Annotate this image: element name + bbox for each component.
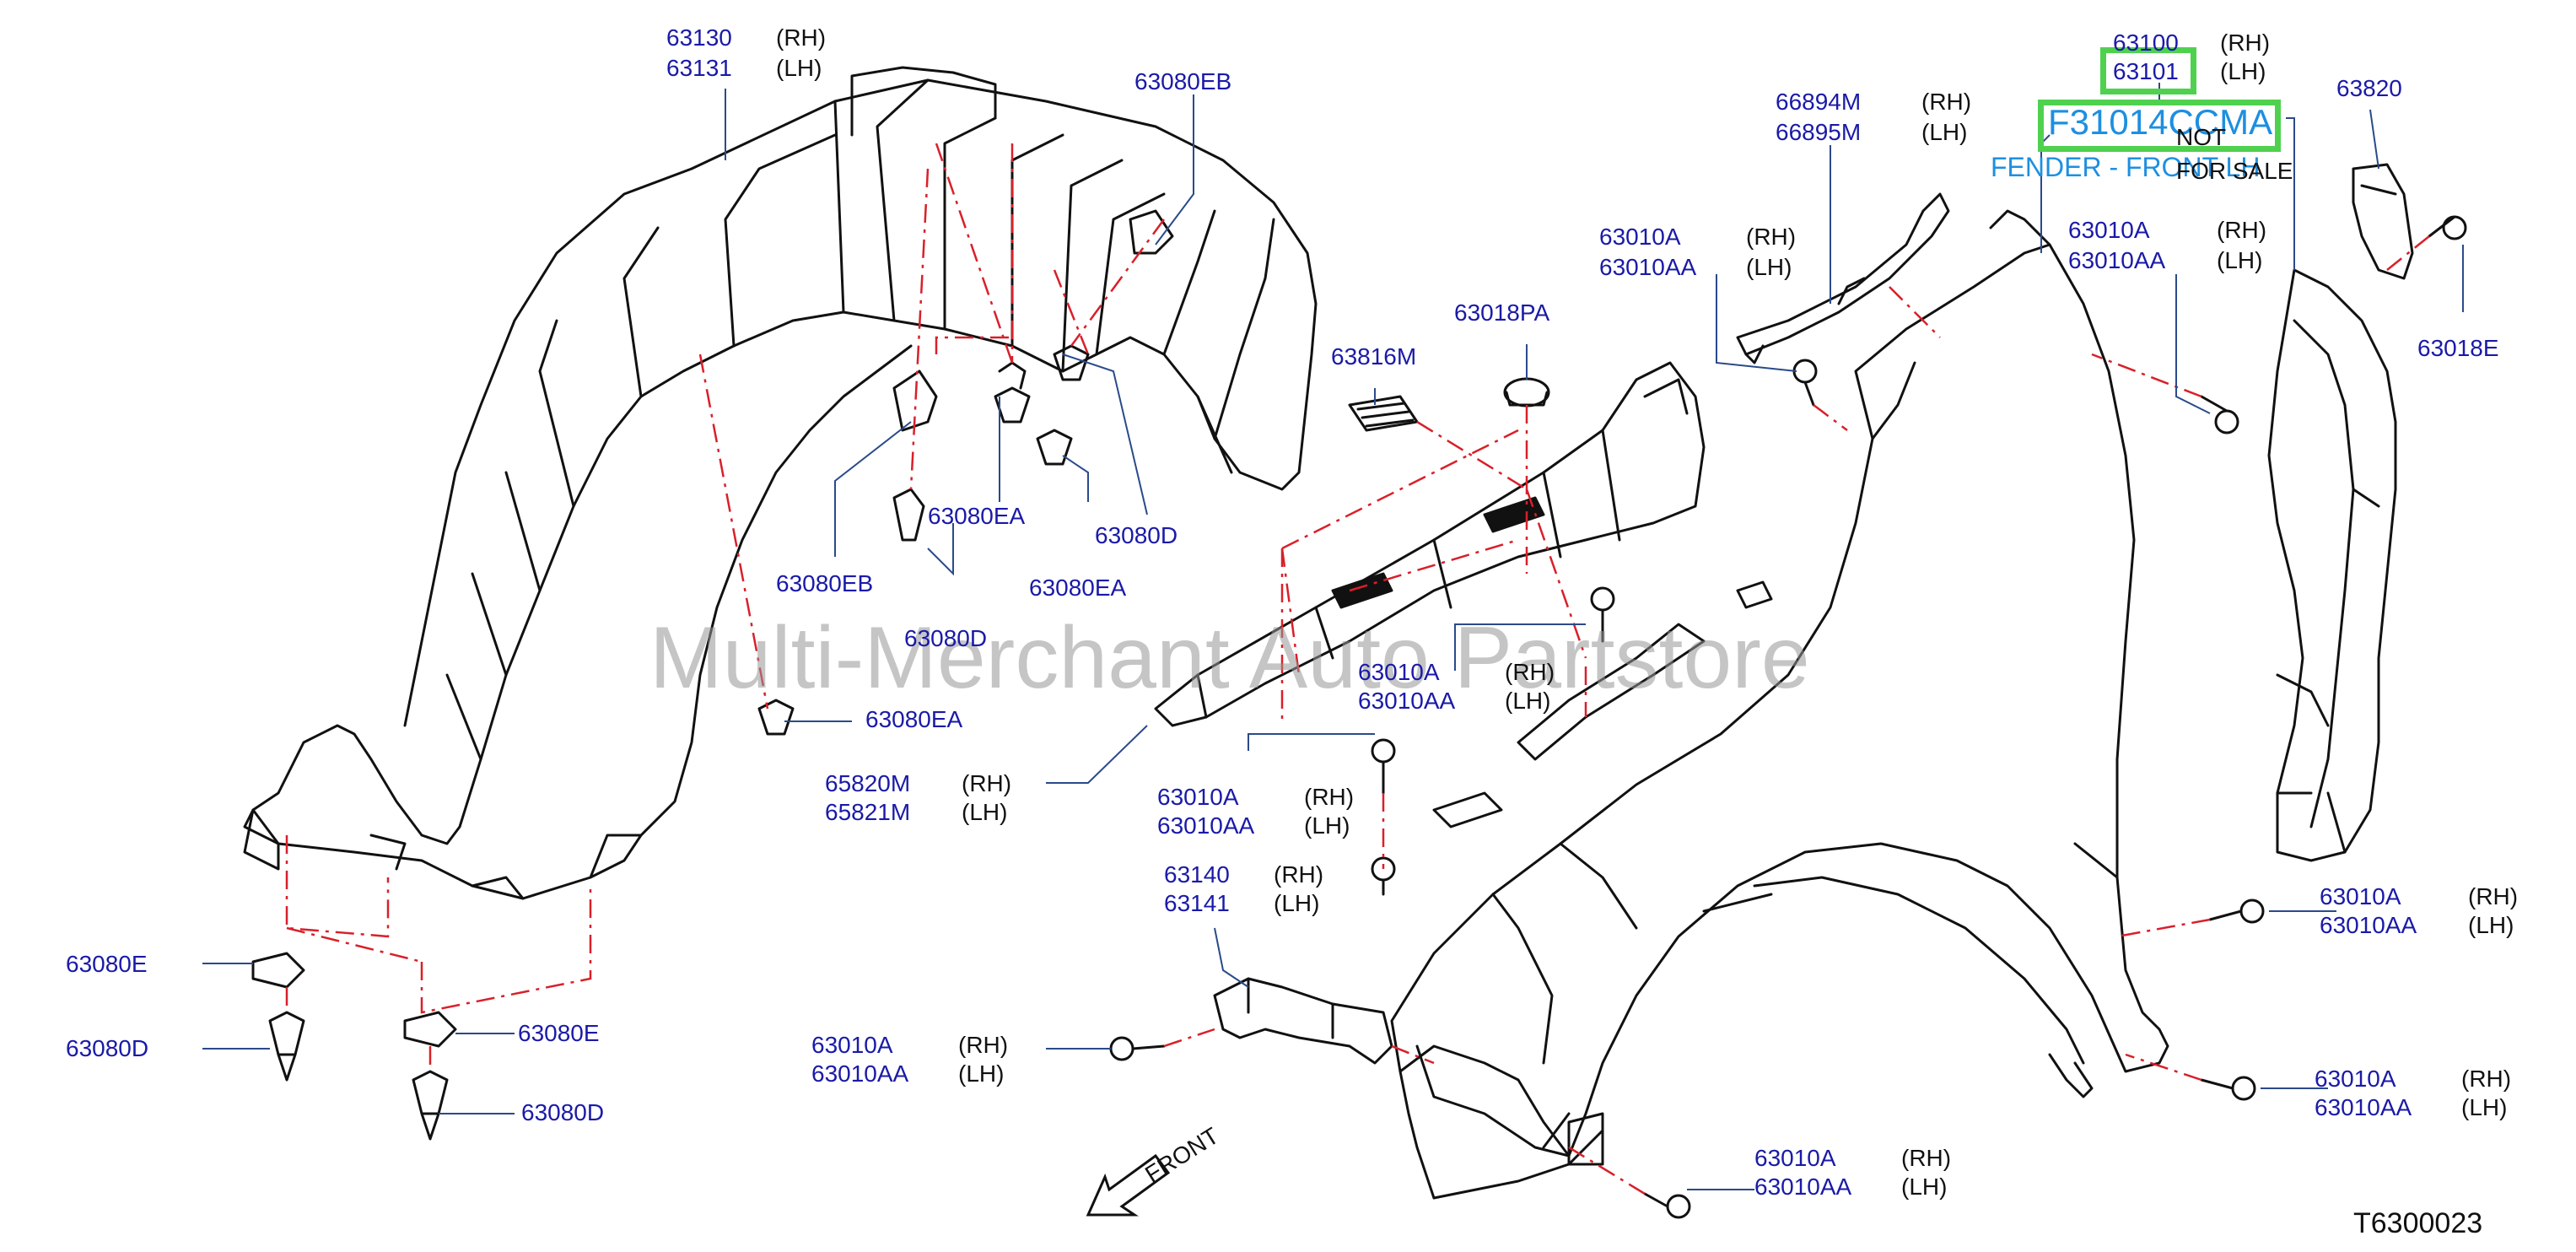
callout-63010aa-right-mid[interactable]: 63010AA — [2320, 912, 2417, 938]
fender-protector-part — [2267, 268, 2397, 862]
callout-63080eb-top[interactable]: 63080EB — [1134, 68, 1232, 94]
callout-63010aa-right-low[interactable]: 63010AA — [2315, 1094, 2412, 1120]
callout-63080d-left[interactable]: 63080D — [904, 625, 988, 651]
callout-63010a-center[interactable]: 63010A — [1358, 659, 1440, 685]
callout-66895m-side: (LH) — [1921, 119, 1968, 145]
callout-63010a-center-side: (RH) — [1505, 659, 1555, 685]
highlight-description: FENDER - FRONT LH — [1991, 152, 2261, 182]
diagram-code: T6300023 — [2353, 1207, 2483, 1239]
callout-63010a-right-mid[interactable]: 63010A — [2320, 883, 2401, 909]
callout-63010aa-splash[interactable]: 63010AA — [1157, 812, 1255, 839]
watermark: Multi-Merchant Auto Partstore — [649, 609, 1810, 707]
callout-63018pa[interactable]: 63018PA — [1454, 300, 1550, 326]
fender-liner-part — [243, 66, 1318, 900]
callout-63010aa-fender-top[interactable]: 63010AA — [2068, 247, 2166, 273]
callout-63010aa-splash-side: (LH) — [1304, 812, 1350, 839]
callout-66894m-side: (RH) — [1921, 89, 1972, 115]
fastener-parts — [251, 215, 2467, 1219]
callout-63080e-right[interactable]: 63080E — [518, 1020, 600, 1046]
callout-63131-lh[interactable]: 63131 — [666, 55, 732, 81]
callout-63010a-seal-side: (RH) — [1746, 224, 1797, 250]
not-for-sale-line1: NOT — [2176, 124, 2227, 150]
not-for-sale-line2: FOR SALE — [2176, 158, 2293, 184]
grommet-63018pa-part — [1503, 377, 1550, 407]
callout-63130-rh[interactable]: 63130 — [666, 24, 732, 51]
callout-63010aa-center-side: (LH) — [1505, 688, 1551, 714]
pad-63816m-part — [1348, 395, 1419, 432]
callout-63140[interactable]: 63140 — [1164, 861, 1230, 888]
fender-bracket-part — [1213, 977, 1393, 1065]
highlight-part-number[interactable]: F31014CCMA — [2048, 102, 2273, 142]
callout-66894m[interactable]: 66894M — [1776, 89, 1862, 115]
callout-63080d-right[interactable]: 63080D — [1095, 522, 1178, 548]
callout-63010a-bracket[interactable]: 63010A — [811, 1032, 893, 1058]
callout-63010aa-fender-top-side: (LH) — [2217, 247, 2263, 273]
callout-63820[interactable]: 63820 — [2336, 75, 2402, 101]
callout-63010aa-bottom-side: (LH) — [1901, 1174, 1948, 1200]
callout-63131-side: (LH) — [776, 55, 822, 81]
callout-65821m-side: (LH) — [962, 799, 1008, 825]
callout-63080d-bottom-right[interactable]: 63080D — [521, 1099, 605, 1125]
callout-63141-side: (LH) — [1274, 890, 1320, 916]
front-arrow-icon — [1086, 1153, 1171, 1217]
callout-63010aa-bottom[interactable]: 63010AA — [1754, 1174, 1852, 1200]
highlight-box-part-number[interactable] — [2038, 100, 2281, 152]
splash-shield-part — [1154, 361, 1706, 727]
callout-63140-side: (RH) — [1274, 861, 1324, 888]
callout-63010a-fender-top[interactable]: 63010A — [2068, 217, 2150, 243]
callout-63010a-right-low-side: (RH) — [2461, 1066, 2512, 1092]
callout-63100-side: (RH) — [2220, 30, 2271, 56]
callout-63080e-left[interactable]: 63080E — [66, 951, 148, 977]
assembly-lines — [285, 143, 2430, 1195]
callout-63010a-seal[interactable]: 63010A — [1599, 224, 1681, 250]
callout-66895m[interactable]: 66895M — [1776, 119, 1862, 145]
callout-63010aa-bracket-side: (LH) — [958, 1060, 1005, 1087]
callout-63080eb-left[interactable]: 63080EB — [776, 570, 874, 596]
front-fender-part — [1390, 209, 2169, 1200]
callout-63010aa-center[interactable]: 63010AA — [1358, 688, 1456, 714]
callout-63141[interactable]: 63141 — [1164, 890, 1230, 916]
callout-65821m[interactable]: 65821M — [825, 799, 911, 825]
callout-63010a-bracket-side: (RH) — [958, 1032, 1009, 1058]
callout-63010a-splash[interactable]: 63010A — [1157, 784, 1239, 810]
fender-seal-part — [1736, 192, 1950, 364]
callout-63100[interactable]: 63100 — [2113, 30, 2179, 56]
callout-65820m-side: (RH) — [962, 770, 1012, 796]
callout-63080d-bottom-left[interactable]: 63080D — [66, 1035, 149, 1061]
callout-63018e[interactable]: 63018E — [2417, 335, 2499, 361]
callout-63010a-right-mid-side: (RH) — [2468, 883, 2519, 909]
callout-63010a-bottom-side: (RH) — [1901, 1145, 1952, 1171]
highlight-box-callout-63101[interactable] — [2100, 47, 2196, 94]
callout-63010aa-seal[interactable]: 63010AA — [1599, 254, 1697, 280]
callout-63010a-fender-top-side: (RH) — [2217, 217, 2267, 243]
callout-63080ea-low[interactable]: 63080EA — [865, 706, 963, 732]
callout-63010aa-right-low-side: (LH) — [2461, 1094, 2508, 1120]
callout-63010aa-seal-side: (LH) — [1746, 254, 1792, 280]
callout-63010a-splash-side: (RH) — [1304, 784, 1355, 810]
pad-63820-part — [2352, 163, 2414, 280]
callout-63010aa-bracket[interactable]: 63010AA — [811, 1060, 909, 1087]
callout-63010aa-right-mid-side: (LH) — [2468, 912, 2514, 938]
callout-63080ea-right[interactable]: 63080EA — [1029, 575, 1127, 601]
callout-63101[interactable]: 63101 — [2113, 58, 2179, 84]
callout-63010a-right-low[interactable]: 63010A — [2315, 1066, 2396, 1092]
callout-63101-side: (LH) — [2220, 58, 2266, 84]
callout-63130-side: (RH) — [776, 24, 827, 51]
callout-63080ea-mid[interactable]: 63080EA — [928, 503, 1026, 529]
callout-63816m[interactable]: 63816M — [1331, 343, 1417, 370]
callout-63010a-bottom[interactable]: 63010A — [1754, 1145, 1836, 1171]
callout-65820m[interactable]: 65820M — [825, 770, 911, 796]
